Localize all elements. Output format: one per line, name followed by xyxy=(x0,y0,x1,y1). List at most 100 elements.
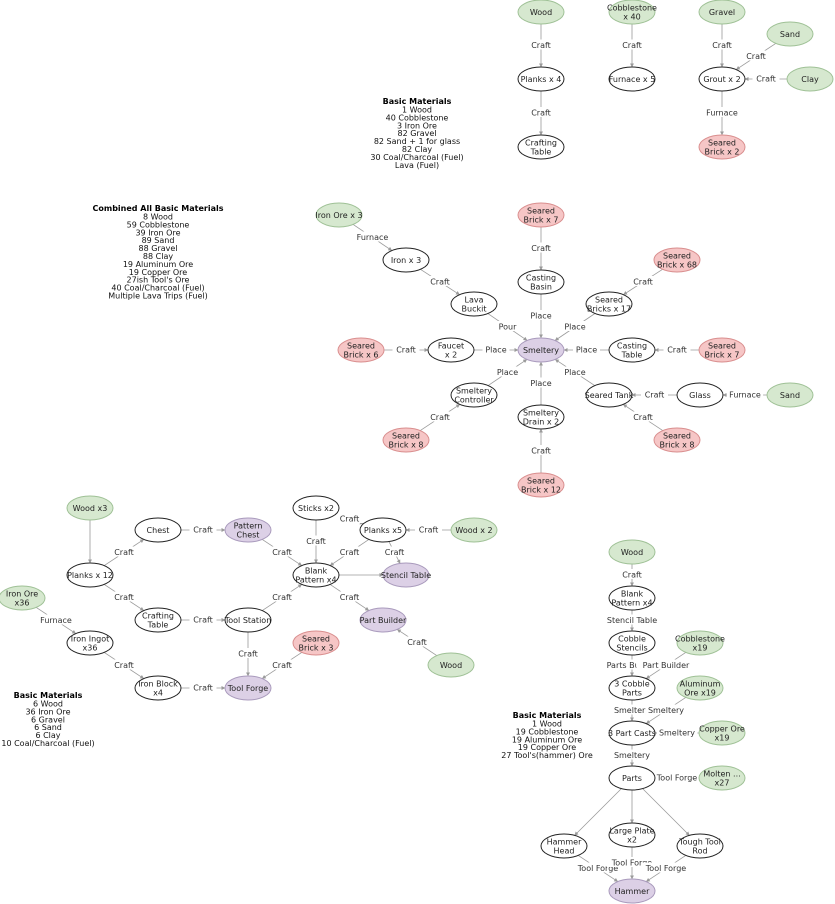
node-shape xyxy=(517,472,565,498)
node-wood4: Wood xyxy=(427,652,475,678)
edge-label-bg xyxy=(496,321,519,331)
edge-label-bg xyxy=(302,535,330,546)
node-searedtank: Seared Tank xyxy=(585,382,634,408)
node-label: Wood x 2 xyxy=(455,526,492,535)
node-shape xyxy=(292,630,340,656)
edge-parts-to-toughrod xyxy=(642,788,690,836)
node-shape xyxy=(585,291,633,317)
edge-label: Place xyxy=(564,368,585,377)
node-label: Tool Forge xyxy=(227,684,269,693)
materials-note-line: 6 Gravel xyxy=(31,715,65,724)
node-shape xyxy=(382,427,430,453)
node-label: Casting xyxy=(617,342,647,351)
node-planks12: Planks x 12 xyxy=(66,562,114,588)
edge-label-bg xyxy=(415,524,442,534)
node-iron3: Iron x 3 xyxy=(382,247,430,273)
node-hammer: Hammer xyxy=(608,878,656,904)
node-label: Sticks x2 xyxy=(298,504,334,513)
node-label: Aluminum xyxy=(680,680,721,689)
node-shape xyxy=(134,675,182,701)
node-label: Iron Ore x 3 xyxy=(315,211,362,220)
edge-label: Tool Forge xyxy=(577,864,619,873)
node-label: Stencils xyxy=(616,644,647,653)
node-wood5: Wood xyxy=(608,539,656,565)
edge-label: Place xyxy=(497,368,518,377)
materials-note-line: 82 Gravel xyxy=(398,129,437,138)
node-label: Cobble xyxy=(618,635,646,644)
edge-label: Smeltery xyxy=(614,706,650,715)
edge-label: Craft xyxy=(430,278,450,287)
edge-label: Craft xyxy=(531,41,551,50)
node-label: Sand xyxy=(780,391,800,400)
edge-label: Craft xyxy=(272,593,292,602)
edge-label: Stencil Table xyxy=(607,616,657,625)
node-label: Table xyxy=(147,621,169,630)
edge-label: Craft xyxy=(756,75,776,84)
edge-label-bg xyxy=(607,857,657,867)
edge-label-bg xyxy=(573,344,600,354)
node-label: Brick x 2 xyxy=(705,148,740,157)
node-label: Iron x 3 xyxy=(391,256,421,265)
node-shape xyxy=(337,337,385,363)
edge-label-bg xyxy=(336,591,363,602)
node-shape xyxy=(382,247,430,273)
node-label: Seared xyxy=(595,296,623,305)
edge-label-bg xyxy=(234,648,262,658)
node-label: Casting xyxy=(526,274,556,283)
edge-label: Place xyxy=(485,346,506,355)
node-shape xyxy=(698,66,746,92)
node-shape xyxy=(653,247,701,273)
node-label: Smeltery xyxy=(523,409,559,418)
edge-label: Craft xyxy=(531,109,551,118)
materials-note-line: 59 Cobblestone xyxy=(127,220,190,229)
edge-label-bg xyxy=(527,107,555,117)
node-shape xyxy=(134,607,182,633)
node-shape xyxy=(608,878,656,904)
node-label: Iron Block xyxy=(138,680,178,689)
materials-note-line: 27 Tool's(hammer) Ore xyxy=(501,751,593,760)
edge-label-bg xyxy=(561,321,589,331)
node-label: Iron Ingot xyxy=(71,635,110,644)
edge-label: Craft xyxy=(340,593,360,602)
edge-label-bg xyxy=(656,727,698,737)
edge-label-bg xyxy=(426,276,454,286)
edge-label-bg xyxy=(573,862,623,873)
edge-label: Craft xyxy=(306,537,326,546)
edge-label-bg xyxy=(742,50,770,61)
node-label: Brick x 6 xyxy=(344,351,379,360)
node-shape xyxy=(292,562,340,588)
materials-note-line: 27ish Tool's Ore xyxy=(127,276,190,285)
node-label: Blank xyxy=(305,567,328,576)
materials-note-line: 88 Gravel xyxy=(139,244,178,253)
edge-label: Place xyxy=(576,346,597,355)
edge-label-bg xyxy=(652,772,702,782)
node-glass: Glass xyxy=(676,382,724,408)
node-label: Table xyxy=(530,148,552,157)
node-label: Brick x 8 xyxy=(660,441,695,450)
node-label: Wood xyxy=(440,661,462,670)
node-label: Part Builder xyxy=(360,616,407,625)
edge-label-bg xyxy=(189,682,217,692)
edge-label: Craft xyxy=(272,548,292,557)
edge-parts-to-hammerhead xyxy=(574,788,622,836)
node-ironore3: Iron Ore x 3 xyxy=(315,202,363,228)
edge-label: Craft xyxy=(272,661,292,670)
edge-label-bg xyxy=(110,546,138,557)
node-shape xyxy=(608,0,656,25)
edge-label: Craft xyxy=(622,41,642,50)
node-label: Cobblestone xyxy=(607,4,657,13)
node-shape xyxy=(224,675,272,701)
node-partbuilder: Part Builder xyxy=(359,607,407,633)
node-label: Smeltery xyxy=(523,346,559,355)
node-gravel: Gravel xyxy=(698,0,746,25)
node-label: x19 xyxy=(715,734,730,743)
